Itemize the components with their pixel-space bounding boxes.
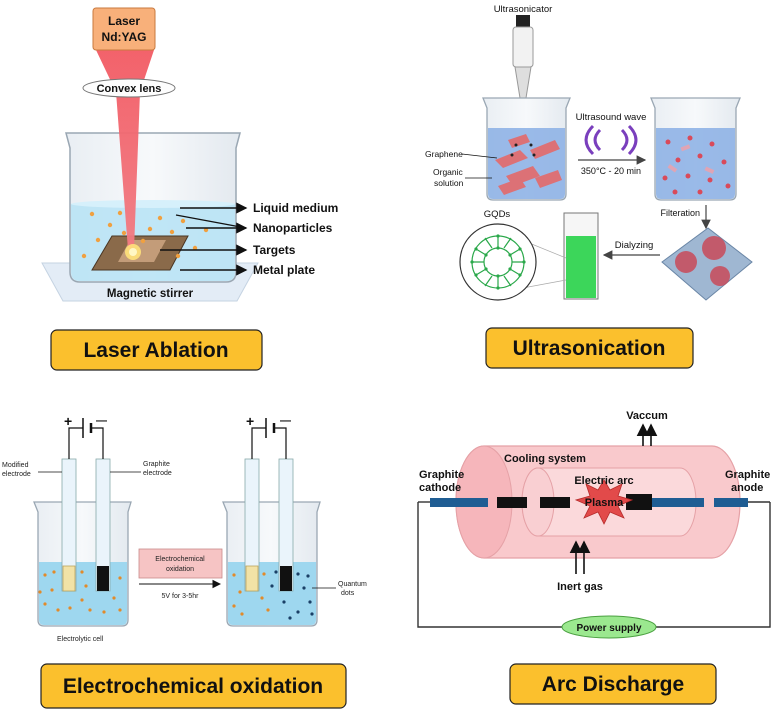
nanoparticles-label: Nanoparticles [253, 221, 333, 235]
dispersed-solution [656, 128, 735, 199]
modified-electrode-right [245, 565, 259, 592]
liquid-medium-label: Liquid medium [253, 201, 338, 215]
laser-ablation-panel: Laser Nd:YAG Convex lens Liquid medium N… [41, 7, 338, 371]
arc-discharge-title: Arc Discharge [542, 673, 684, 696]
ultrasonicator-label: Ultrasonicator [494, 4, 553, 15]
ultrasonicator-head [516, 15, 530, 27]
graphene-sheets [495, 134, 562, 195]
inert-gas-label: Inert gas [557, 581, 603, 593]
particles-left [38, 570, 122, 614]
ablation-core [129, 248, 137, 256]
filtered-particles [675, 236, 730, 286]
dispersed-flakes [667, 144, 715, 174]
ultrasonicator-body [512, 26, 534, 68]
nanoparticles [81, 210, 209, 259]
laser-ablation-title-box [50, 329, 263, 371]
filter-mesh [661, 227, 753, 301]
cathode-inner-rod [540, 497, 570, 508]
gqds-label: GQDs [484, 209, 511, 220]
gqd-solution [566, 236, 596, 298]
cooling-system-label: Cooling system [504, 453, 586, 465]
filtration-label: Filteration [660, 208, 700, 218]
graphite-cathode-label-1: Graphite [419, 469, 464, 481]
graphite-electrode-right [280, 566, 292, 591]
plus-label-right: + [246, 413, 254, 429]
plasma-label: Plasma [585, 497, 624, 509]
laser-beam [96, 50, 154, 250]
graphene-pointer [461, 153, 498, 159]
ultrasonication-title-box [485, 327, 694, 369]
power-supply [561, 615, 657, 639]
ultrasonication-panel: Ultrasonicator Graphene Organic solution… [425, 4, 753, 369]
graphite-cathode-label-2: cathode [419, 482, 461, 494]
electrochemical-title-box [40, 663, 347, 709]
oxidation-box-line2: oxidation [166, 566, 194, 573]
electrochemical-panel: + — Modified electrode Graphite electrod… [2, 413, 367, 709]
circuit-wire-left [68, 427, 104, 459]
power-circuit-wire [417, 502, 771, 628]
ultrasound-wave-icon [584, 124, 638, 156]
power-supply-label: Power supply [576, 623, 641, 634]
electrolytic-cell-label: Electrolytic cell [57, 636, 104, 643]
graphite-anode-rod [714, 498, 748, 507]
minus-label-right: — [280, 415, 291, 427]
lens-label: Convex lens [97, 83, 162, 95]
circuit-wire-right [251, 427, 287, 459]
particles-right-orange [232, 572, 270, 616]
quantum-dots-label-1: Quantum [338, 581, 367, 588]
ultrasound-wave-label: Ultrasound wave [576, 112, 647, 123]
arc-discharge-panel: Plasma Electric arc Cooling system Vaccu… [417, 410, 771, 705]
organic-label-1: Organic [433, 167, 464, 177]
quantum-dot-particles [270, 570, 314, 620]
minus-label-left: — [96, 415, 107, 427]
ultrasonicator-horn [514, 66, 532, 99]
oxidation-box-line1: Electrochemical [155, 556, 205, 563]
modified-label-1: Modified [2, 462, 29, 469]
laser-label: Laser [108, 14, 140, 28]
temperature-time-label: 350°C - 20 min [581, 166, 641, 176]
arc-discharge-title-box [509, 663, 717, 705]
laser-ablation-title: Laser Ablation [83, 339, 228, 362]
voltage-time-label: 5V for 3-5hr [162, 593, 200, 600]
modified-electrode [62, 565, 76, 592]
plus-label-left: + [64, 413, 72, 429]
metal-plate-label: Metal plate [253, 263, 315, 277]
ultrasonication-title: Ultrasonication [513, 337, 666, 360]
graphene-label: Graphene [425, 149, 463, 159]
cathode-tip [497, 497, 527, 508]
nanoparticles-arrow-branch [175, 214, 247, 229]
dispersed-particles [662, 135, 731, 195]
organic-label-2: solution [434, 178, 464, 188]
graphite-anode-rod-inner [652, 498, 704, 507]
targets-label: Targets [253, 243, 296, 257]
probe-dots [510, 143, 536, 157]
electrolyte-right [228, 562, 316, 625]
liquid-surface [71, 200, 235, 208]
electrochemical-title: Electrochemical oxidation [63, 675, 323, 698]
modified-label-2: electrode [2, 471, 31, 478]
magnetic-stirrer-label: Magnetic stirrer [107, 288, 194, 300]
vaccum-label: Vaccum [626, 410, 668, 422]
graphite-cathode-rod [430, 498, 488, 507]
electrochemical-oxidation-box [138, 548, 223, 579]
electric-arc-label: Electric arc [574, 475, 633, 487]
gqd-zoom-circle [459, 223, 537, 301]
dialyzing-label: Dialyzing [615, 240, 654, 251]
graphite-label-1: Graphite [143, 461, 170, 468]
graphite-anode-label-1: Graphite [725, 469, 770, 481]
graphite-label-2: electrode [143, 470, 172, 477]
laser-source-box [92, 7, 156, 51]
convex-lens [82, 78, 176, 98]
anode-holder [626, 494, 652, 510]
laser-type-label: Nd:YAG [102, 30, 147, 44]
graphite-anode-label-2: anode [731, 482, 763, 494]
gqd-atoms [470, 234, 526, 290]
quantum-dots-label-2: dots [341, 590, 355, 597]
graphite-electrode [97, 566, 109, 591]
plasma-burst [574, 479, 634, 525]
